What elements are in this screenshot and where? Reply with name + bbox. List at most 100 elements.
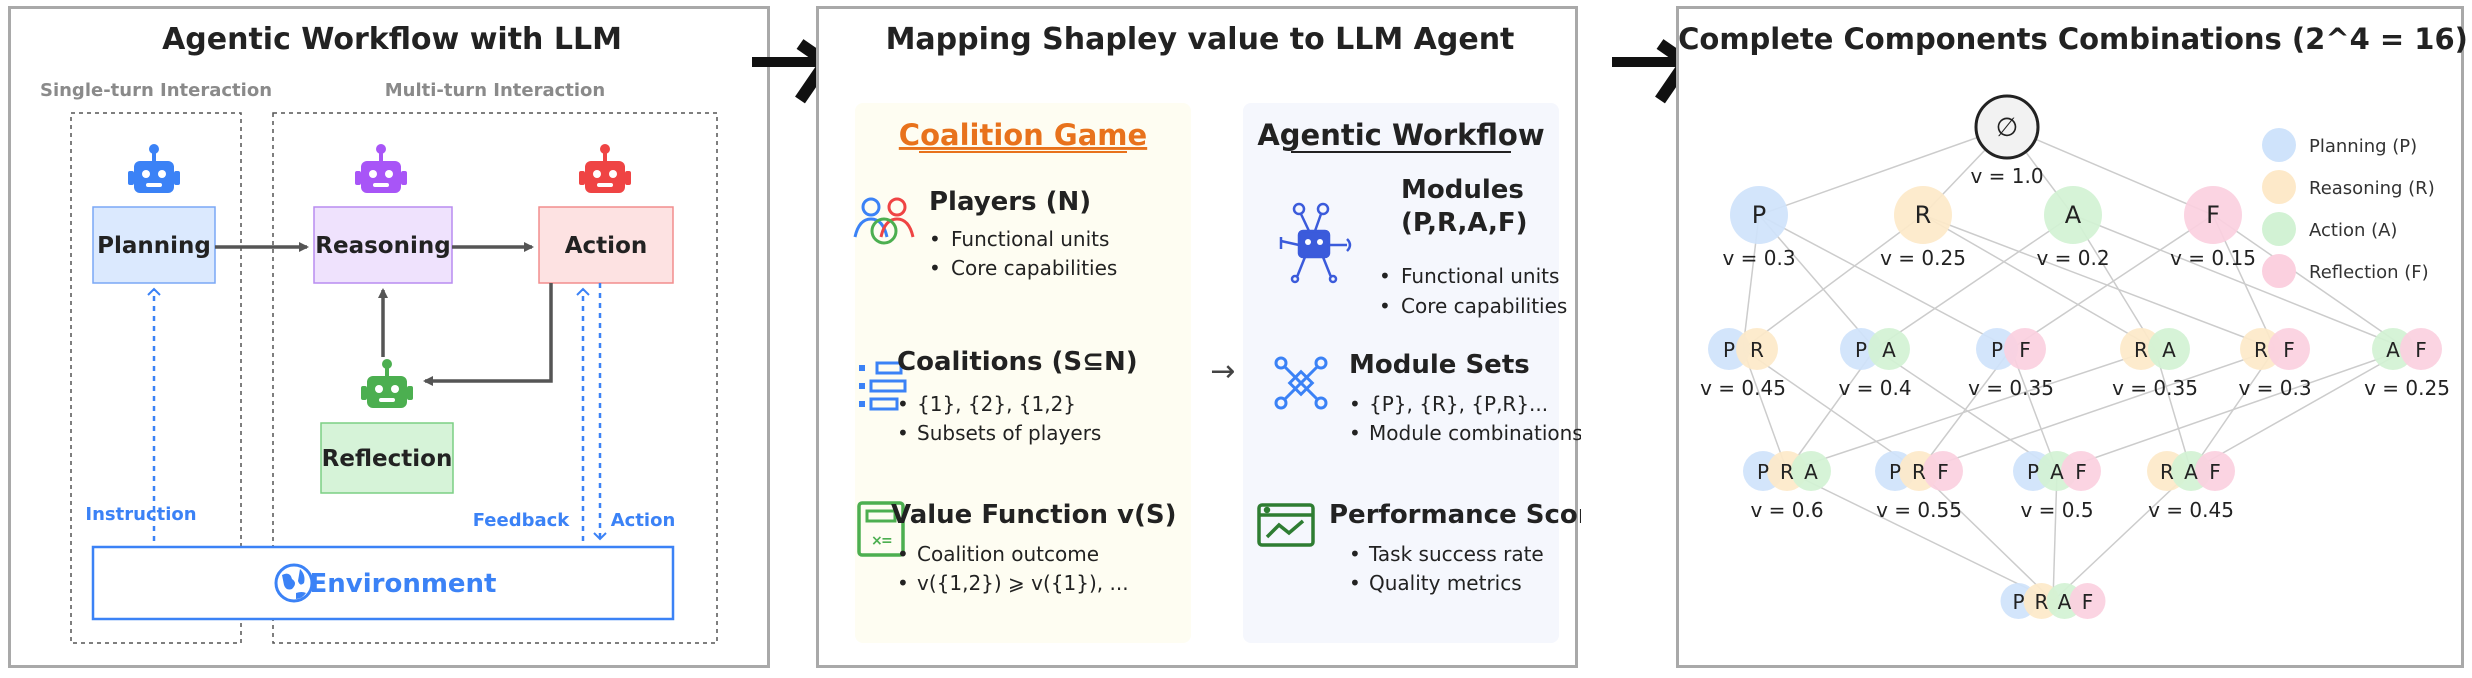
lattice-edge xyxy=(2154,348,2192,472)
coalitions-bullet-2: Subsets of players xyxy=(917,421,1101,445)
coalition-value: v = 0.5 xyxy=(2020,498,2093,522)
empty-set-value: v = 1.0 xyxy=(1970,164,2043,188)
component-circle-f xyxy=(2184,186,2242,244)
component-letter: A xyxy=(2058,590,2072,614)
lattice-edge xyxy=(2072,214,2408,350)
module-sets-bullet-2: Module combinations xyxy=(1369,421,1581,445)
performance-bullet-1: Task success rate xyxy=(1368,542,1544,566)
component-letter: A xyxy=(1882,338,1896,362)
lattice-edge xyxy=(1742,214,1924,350)
component-circle-a xyxy=(1791,451,1831,491)
legend-label: Planning (P) xyxy=(2309,136,2417,157)
action-feedback-label: Action xyxy=(611,510,676,531)
component-letter: P xyxy=(1723,338,1735,362)
single-node: Fv = 0.15 xyxy=(2170,186,2256,270)
action-robot-icon xyxy=(577,142,633,195)
lattice-edge xyxy=(2010,214,2214,350)
single-turn-label: Single-turn Interaction xyxy=(40,80,272,101)
network-icon xyxy=(1274,356,1328,410)
list-icon xyxy=(859,361,907,411)
reasoning-robot-icon xyxy=(353,142,409,195)
component-letter: F xyxy=(2206,201,2220,229)
multi-turn-label: Multi-turn Interaction xyxy=(385,80,606,101)
component-letter: A xyxy=(2184,460,2198,484)
panel-title: Mapping Shapley value to LLM Agent xyxy=(886,22,1515,57)
value-function-bullet-2: v({1,2}) ⩾ v({1}), ... xyxy=(917,571,1129,595)
component-letter: R xyxy=(2254,338,2268,362)
coalition-value: v = 0.25 xyxy=(2364,376,2450,400)
single-node: Rv = 0.25 xyxy=(1880,186,1966,270)
svg-text:=: = xyxy=(881,533,893,549)
component-letter: A xyxy=(2065,201,2082,229)
lattice-edge xyxy=(1918,470,2054,602)
mapping-panel: Mapping Shapley value to LLM Agent Coali… xyxy=(816,6,1581,668)
component-circle-f xyxy=(2268,328,2310,370)
lattice-edge xyxy=(1758,214,1876,350)
component-circle-f xyxy=(1923,451,1963,491)
lattice-edge xyxy=(1874,214,2074,350)
coalitions-bullet-1: {1}, {2}, {1,2} xyxy=(917,392,1076,416)
svg-text:•: • xyxy=(897,421,909,445)
lattice-edge xyxy=(1758,214,2012,350)
component-letter: R xyxy=(1750,338,1764,362)
single-node: Pv = 0.3 xyxy=(1722,186,1796,270)
component-letter: R xyxy=(2160,460,2174,484)
svg-text:•: • xyxy=(1349,421,1361,445)
globe-icon xyxy=(274,563,314,603)
modules-title: Modules xyxy=(1401,175,1524,205)
modules-bullet-2: Core capabilities xyxy=(1401,294,1567,318)
legend-label: Reasoning (R) xyxy=(2309,178,2435,199)
lattice-edge xyxy=(1874,348,2058,472)
action-to-reflection-arrow xyxy=(423,283,553,386)
players-icon xyxy=(853,197,915,245)
panel-title: Complete Components Combinations (2^4 = … xyxy=(1679,22,2467,56)
component-letter: A xyxy=(2050,460,2064,484)
component-letter: F xyxy=(2075,460,2087,484)
legend-swatch-r xyxy=(2262,170,2296,204)
lattice-edge xyxy=(2052,470,2058,602)
component-letter: P xyxy=(1855,338,1867,362)
coalition-value: v = 0.15 xyxy=(2170,246,2256,270)
component-letter: A xyxy=(2162,338,2176,362)
lattice-edge xyxy=(1922,214,2156,350)
coalition-game-title: Coalition Game xyxy=(899,118,1147,152)
coalition-value: v = 0.45 xyxy=(2148,498,2234,522)
component-letter: P xyxy=(2012,590,2024,614)
single-node: Av = 0.2 xyxy=(2036,186,2110,270)
lattice-edge xyxy=(2052,470,2192,602)
svg-text:×: × xyxy=(871,533,883,549)
performance-title: Performance Score xyxy=(1329,500,1581,530)
environment-box xyxy=(91,545,675,621)
lattice-edge xyxy=(1918,348,2276,472)
coalition-value: v = 0.2 xyxy=(2036,246,2109,270)
agentic-workflow-title: Agentic Workflow xyxy=(1257,118,1544,152)
coalition-value: v = 0.25 xyxy=(1880,246,1966,270)
component-letter: R xyxy=(2035,590,2049,614)
single-turn-region xyxy=(70,112,242,644)
mapping-arrow: → xyxy=(1210,354,1235,389)
workflow-panel: Agentic Workflow with LLM Single-turn In… xyxy=(8,6,770,668)
value-function-bullet-1: Coalition outcome xyxy=(917,542,1099,566)
performance-bullet-2: Quality metrics xyxy=(1369,571,1522,595)
action-box xyxy=(538,206,674,284)
component-circle-f xyxy=(2061,451,2101,491)
svg-text:•: • xyxy=(929,256,941,280)
component-letter: R xyxy=(1915,201,1932,229)
planning-robot-icon xyxy=(126,142,182,195)
environment-label: Environment xyxy=(310,569,497,599)
instruction-label: Instruction xyxy=(85,504,196,525)
component-circle-r xyxy=(1894,186,1952,244)
lattice-edge xyxy=(2190,348,2408,472)
empty-set-symbol: ∅ xyxy=(1996,113,2019,143)
svg-text:•: • xyxy=(897,542,909,566)
empty-set-node: ∅ v = 1.0 xyxy=(1970,94,2044,188)
reasoning-box xyxy=(313,206,453,284)
reflection-label: Reflection xyxy=(322,446,453,472)
mapping-diagram: Mapping Shapley value to LLM Agent Coali… xyxy=(853,22,1581,643)
calculator-icon: × = xyxy=(857,501,905,557)
